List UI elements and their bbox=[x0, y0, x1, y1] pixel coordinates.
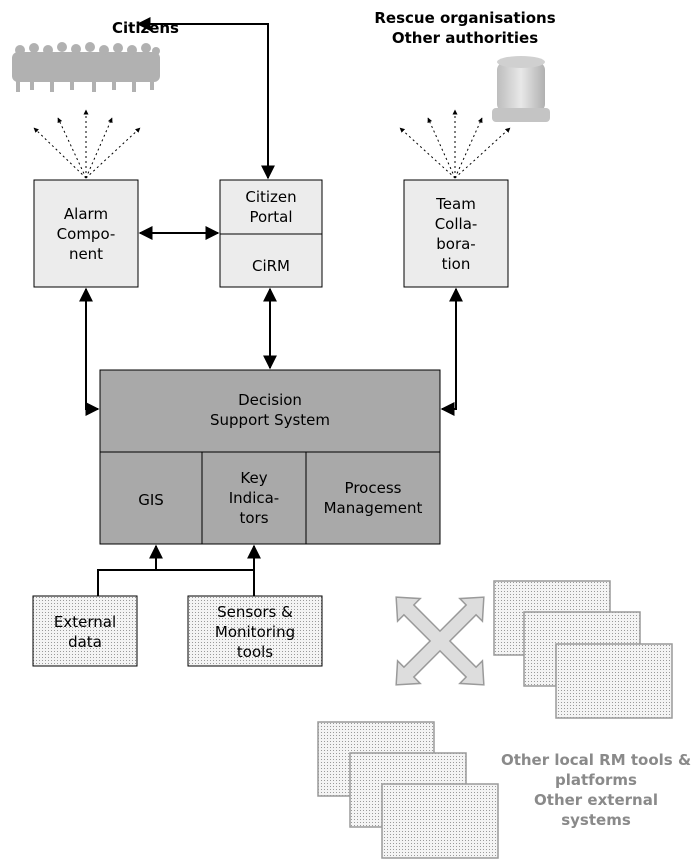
process-line-1: Process bbox=[344, 479, 402, 497]
decision-support-box bbox=[99, 369, 441, 453]
beacon-light-icon bbox=[492, 56, 550, 122]
alarm-component-label: Alarm Compo- nent bbox=[34, 204, 138, 264]
rescue-line-1: Rescue organisations bbox=[374, 9, 556, 27]
external-line-1: External bbox=[53, 613, 117, 631]
people-crowd-icon bbox=[12, 42, 160, 92]
team-line-4: tion bbox=[441, 255, 471, 273]
key-line-2: Indica- bbox=[228, 489, 280, 507]
alarm-line-1: Alarm bbox=[63, 205, 109, 223]
cirm-label: CiRM bbox=[251, 257, 290, 275]
rescue-line-2: Other authorities bbox=[391, 29, 539, 47]
team-line-2: Colla- bbox=[434, 215, 478, 233]
other-tools-line-2: platforms bbox=[555, 771, 637, 789]
sensors-line-1: Sensors & bbox=[217, 603, 293, 621]
alarm-line-2: Compo- bbox=[56, 225, 116, 243]
citizen-portal-line-1: Citizen bbox=[245, 188, 297, 206]
four-way-arrow-icon bbox=[395, 596, 485, 686]
key-line-3: tors bbox=[239, 509, 269, 527]
citizens-label: Citizens bbox=[112, 19, 179, 37]
team-line-1: Team bbox=[436, 195, 476, 213]
decision-support-label: Decision Support System bbox=[100, 390, 440, 430]
external-line-2: data bbox=[68, 633, 102, 651]
gis-label: GIS bbox=[138, 491, 164, 509]
stacked-frames-right bbox=[493, 580, 673, 719]
alarm-line-3: nent bbox=[68, 245, 104, 263]
sensors-line-2: Monitoring bbox=[214, 623, 296, 641]
dss-line-2: Support System bbox=[210, 411, 330, 429]
rescue-organisations-label: Rescue organisations Other authorities bbox=[360, 8, 570, 48]
sensors-label: Sensors & Monitoring tools bbox=[188, 602, 322, 662]
stacked-frames-left bbox=[317, 721, 499, 859]
team-collaboration-box bbox=[403, 179, 509, 288]
team-line-3: bora- bbox=[436, 235, 476, 253]
process-management-box bbox=[305, 451, 441, 545]
team-collaboration-label: Team Colla- bora- tion bbox=[404, 194, 508, 274]
other-tools-line-3: Other external bbox=[534, 791, 658, 809]
sensors-box bbox=[187, 595, 323, 667]
other-tools-label: Other local RM tools & platforms Other e… bbox=[498, 750, 694, 830]
key-line-1: Key bbox=[240, 469, 268, 487]
gis-box bbox=[99, 451, 203, 545]
external-data-label: External data bbox=[33, 612, 137, 652]
alarm-broadcast-arrows bbox=[33, 109, 141, 179]
process-line-2: Management bbox=[323, 499, 423, 517]
key-indicators-box bbox=[201, 451, 307, 545]
process-management-label: Process Management bbox=[306, 478, 440, 518]
other-tools-line-4: systems bbox=[561, 811, 631, 829]
key-indicators-label: Key Indica- tors bbox=[202, 468, 306, 528]
team-broadcast-arrows bbox=[399, 109, 511, 179]
citizen-portal-label: Citizen Portal bbox=[220, 187, 322, 227]
citizen-portal-line-2: Portal bbox=[249, 208, 293, 226]
alarm-component-box bbox=[33, 179, 139, 288]
connectors bbox=[79, 17, 463, 596]
cirm-box bbox=[219, 233, 323, 288]
dss-line-1: Decision bbox=[238, 391, 302, 409]
sensors-line-3: tools bbox=[236, 643, 274, 661]
external-data-box bbox=[32, 595, 138, 667]
other-tools-line-1: Other local RM tools & bbox=[500, 751, 692, 769]
